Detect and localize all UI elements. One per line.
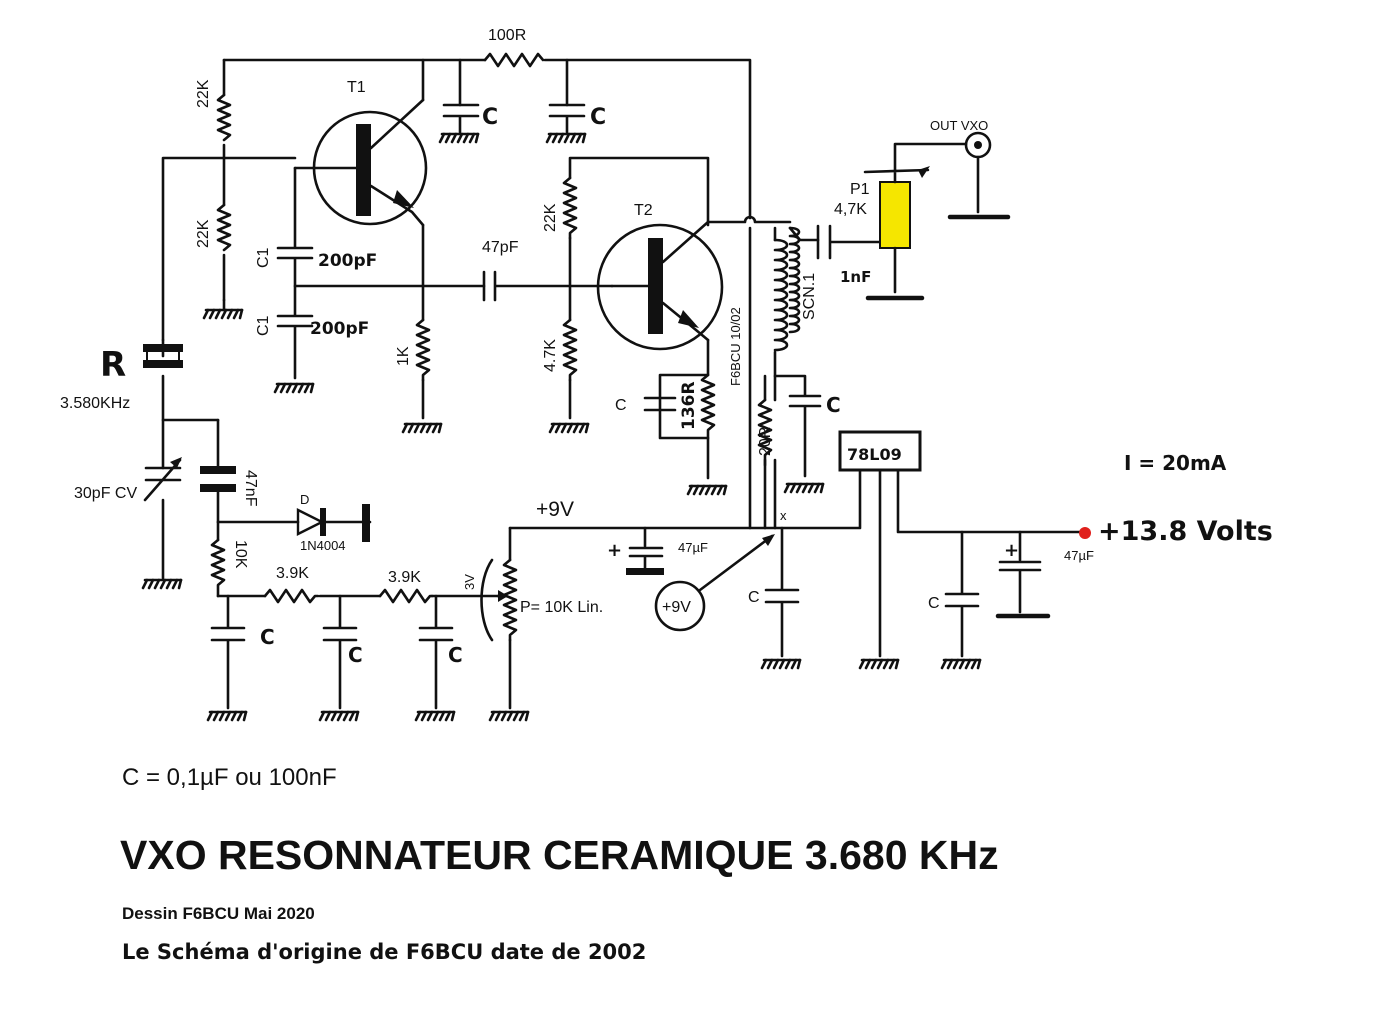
label-t1: T1 xyxy=(347,79,366,96)
cap-c-top2 xyxy=(545,103,587,144)
label-c-emitter: C xyxy=(615,397,627,414)
label-plus-supply: + xyxy=(1004,540,1019,561)
label-c-top1: C xyxy=(482,105,498,130)
label-c1-a: C1 xyxy=(255,247,272,268)
ceramic-resonator xyxy=(141,338,220,590)
label-c-filter1: C xyxy=(260,625,275,649)
label-pot: P= 10K Lin. xyxy=(520,599,603,616)
emitter-line-t1 xyxy=(293,223,614,434)
label-39k-a: 3.9K xyxy=(276,565,309,582)
label-39k-b: 3.9K xyxy=(388,569,421,586)
label-1nf: 1nF xyxy=(840,268,871,286)
label-200pf-a: 200pF xyxy=(318,251,377,271)
label-out-vxo: OUT VXO xyxy=(930,118,988,133)
supply-dot xyxy=(1079,527,1091,539)
label-f6bcu: F6BCU 10/02 xyxy=(728,307,743,386)
label-47nf: 47nF xyxy=(242,470,259,507)
label-20r: 20R xyxy=(757,427,774,456)
varicap-network xyxy=(200,418,372,598)
transistor-t1 xyxy=(293,98,428,227)
label-22k-a: 22K xyxy=(195,79,212,108)
output-stage xyxy=(816,131,1011,301)
label-78l09: 78L09 xyxy=(847,445,902,464)
label-t2: T2 xyxy=(634,202,653,219)
rail-9v xyxy=(508,460,862,670)
label-22k-t2: 22K xyxy=(542,203,559,232)
bias-t1 xyxy=(161,58,297,342)
label-current: I = 20mA xyxy=(1124,451,1227,475)
cap-c1-pair xyxy=(273,166,315,394)
label-cv: 30pF CV xyxy=(74,485,137,502)
label-c-top2: C xyxy=(590,105,606,130)
drawing-credit: Dessin F6BCU Mai 2020 xyxy=(122,904,315,923)
label-c-filter2: C xyxy=(348,643,363,667)
label-pot-9v: +9V xyxy=(662,599,691,616)
label-plus-rail: + xyxy=(607,540,622,561)
label-10k: 10K xyxy=(232,540,249,569)
page-title: VXO RESONNATEUR CERAMIQUE 3.680 KHz xyxy=(120,832,999,878)
capacitor-note: C = 0,1µF ou 100nF xyxy=(122,764,337,791)
regulator-78l09 xyxy=(838,430,1091,670)
label-supply: +13.8 Volts xyxy=(1098,516,1273,547)
rc-filter xyxy=(206,588,500,722)
cap-c-top1 xyxy=(438,103,480,144)
label-c-coil: C xyxy=(826,393,841,417)
p1-potentiometer xyxy=(879,181,911,249)
label-136r: 136R xyxy=(679,381,699,430)
origin-credit: Le Schéma d'origine de F6BCU date de 200… xyxy=(122,940,647,964)
label-1n4004: 1N4004 xyxy=(300,538,346,553)
label-c-filter3: C xyxy=(448,643,463,667)
label-c-rail: C xyxy=(748,589,760,606)
label-47k: 4.7K xyxy=(542,339,559,372)
label-1k: 1K xyxy=(395,346,412,366)
label-47pf: 47pF xyxy=(482,239,519,256)
label-47uf-rail: 47µF xyxy=(678,540,708,555)
collector-t2 xyxy=(706,215,825,530)
label-resonator-r: R xyxy=(100,345,126,385)
emitter-t2 xyxy=(643,338,728,496)
label-3v: 3V xyxy=(462,574,477,590)
label-200pf-b: 200pF xyxy=(310,319,369,339)
label-rail-9v: +9V xyxy=(536,498,574,521)
label-22k-b: 22K xyxy=(195,219,212,248)
label-p1: P1 xyxy=(850,181,870,198)
label-p1-value: 4,7K xyxy=(834,201,867,218)
label-scn1: SCN.1 xyxy=(801,273,818,320)
label-100r: 100R xyxy=(488,27,526,44)
label-c1-b: C1 xyxy=(255,315,272,336)
label-d: D xyxy=(300,492,309,507)
label-x: x xyxy=(780,508,787,523)
tuning-pot xyxy=(480,526,775,722)
top-rail xyxy=(222,52,752,220)
vxo-schematic: 100R T1 T2 C C 22K 22K C1 C1 200pF 200pF… xyxy=(60,27,1273,722)
transistor-t2 xyxy=(596,220,724,351)
label-frequency: 3.580KHz xyxy=(60,395,130,412)
bias-t2 xyxy=(548,156,710,434)
label-c-supply: C xyxy=(928,595,940,612)
label-47uf-supply: 47µF xyxy=(1064,548,1094,563)
